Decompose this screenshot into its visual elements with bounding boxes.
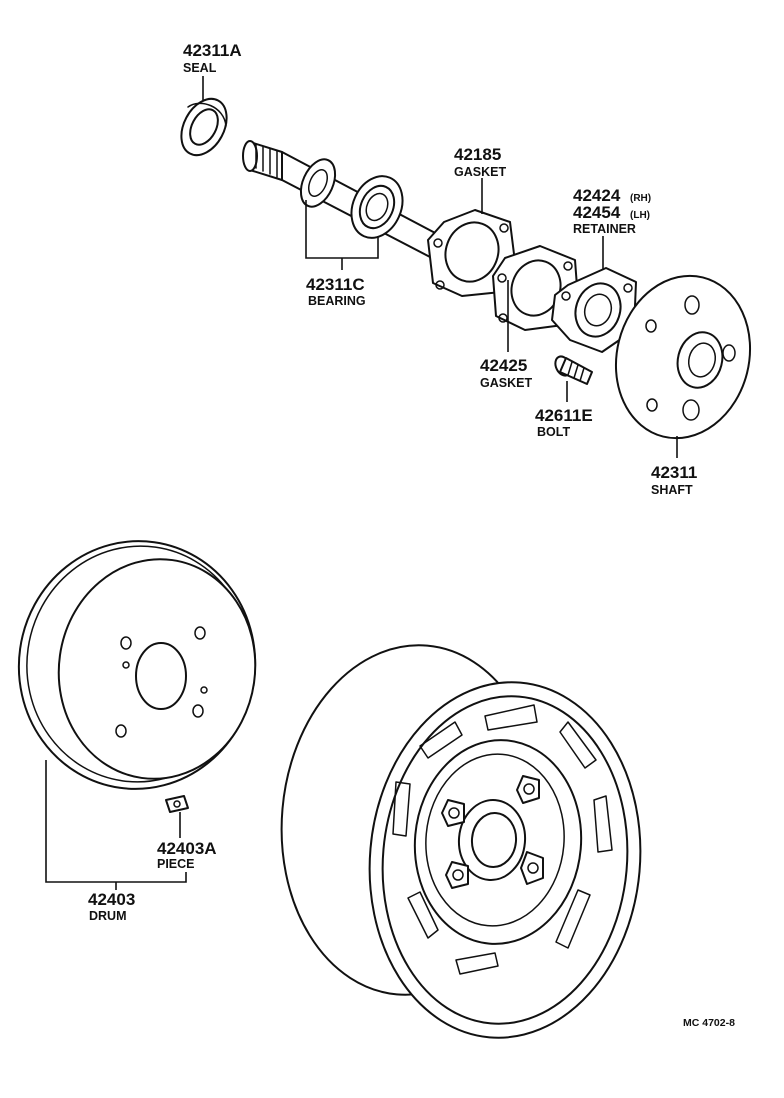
- callout-piece: 42403A PIECE: [157, 839, 217, 871]
- part-name-retainer: RETAINER: [573, 222, 636, 236]
- callout-bolt: 42611E BOLT: [535, 406, 593, 439]
- callout-bearing: 42311C BEARING: [306, 275, 366, 308]
- diagram-code: MC 4702-8: [683, 1017, 735, 1029]
- part-name-bolt: BOLT: [537, 425, 570, 439]
- part-number-drum: 42403: [88, 890, 135, 909]
- callout-gasket-outer: 42185 GASKET: [454, 145, 506, 179]
- bolt-drawing: [554, 355, 593, 385]
- callout-seal: 42311A SEAL: [183, 41, 242, 75]
- piece-drawing: [165, 795, 189, 813]
- leader-lines: [45, 76, 678, 890]
- part-name-seal: SEAL: [183, 61, 217, 75]
- axle-flange-drawing: [614, 274, 752, 440]
- callout-drum: 42403 DRUM: [88, 890, 135, 923]
- bearing-drawing: [299, 158, 404, 239]
- part-number-shaft: 42311: [651, 463, 697, 482]
- brake-drum-drawing: [17, 540, 257, 790]
- part-number-retainer-lh: 42454: [573, 203, 621, 222]
- part-number-bolt: 42611E: [535, 406, 593, 425]
- part-number-gasket-outer: 42185: [454, 145, 501, 164]
- part-number-gasket-inner: 42425: [480, 356, 527, 375]
- part-name-bearing: BEARING: [308, 294, 366, 308]
- part-number-seal: 42311A: [183, 41, 242, 60]
- part-number-retainer-rh: 42424: [573, 186, 621, 205]
- side-retainer-rh: (RH): [630, 193, 651, 204]
- seal-drawing: [180, 97, 228, 157]
- part-name-gasket-inner: GASKET: [480, 376, 532, 390]
- wheel-drawing: [280, 644, 642, 1039]
- part-number-piece: 42403A: [157, 839, 217, 858]
- part-name-drum: DRUM: [89, 909, 127, 923]
- callout-gasket-inner: 42425 GASKET: [480, 356, 532, 390]
- part-name-gasket-outer: GASKET: [454, 165, 506, 179]
- callout-shaft: 42311 SHAFT: [651, 463, 697, 497]
- callout-retainer: 42424 (RH) 42454 (LH) RETAINER: [573, 186, 651, 236]
- side-retainer-lh: (LH): [630, 210, 650, 221]
- part-name-piece: PIECE: [157, 857, 195, 871]
- retainer-drawing: [551, 267, 637, 353]
- part-number-bearing: 42311C: [306, 275, 365, 294]
- part-name-shaft: SHAFT: [651, 483, 693, 497]
